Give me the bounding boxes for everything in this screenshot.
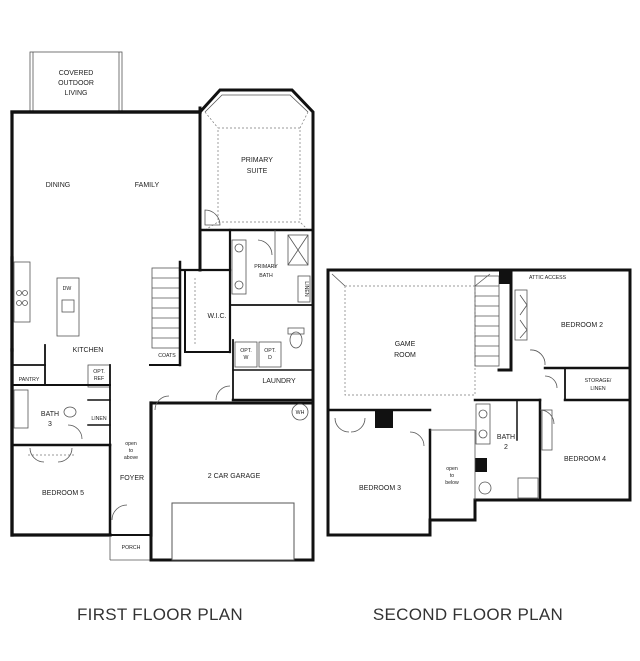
label-pantry: PANTRY [19, 377, 40, 383]
label-porch: PORCH [122, 545, 141, 551]
label-bedroom2: BEDROOM 2 [561, 322, 603, 329]
label-opt-ref-1: OPT. [93, 369, 105, 375]
second-floor-plan [326, 268, 632, 537]
label-open-above-2: to [129, 448, 133, 454]
label-primary-suite-2: SUITE [247, 168, 268, 175]
label-bath3-1: BATH [41, 411, 59, 418]
label-open-above-1: open [125, 441, 137, 447]
wic-closet-walls [184, 269, 231, 353]
first-floor-stairs [151, 267, 181, 349]
label-storage-1: STORAGE/ [585, 378, 612, 384]
label-open-below-1: open [446, 466, 458, 472]
label-opt-ref-2: REF [94, 376, 104, 382]
caption-first-floor: FIRST FLOOR PLAN [77, 605, 243, 624]
label-bedroom5: BEDROOM 5 [42, 490, 84, 497]
label-game-room-2: ROOM [394, 352, 416, 359]
primary-suite-bay-walls [197, 88, 315, 272]
label-storage-2: LINEN [590, 386, 606, 392]
label-bedroom4: BEDROOM 4 [564, 456, 606, 463]
label-open-below-3: below [445, 480, 459, 486]
label-opt-d-1: OPT. [264, 348, 276, 354]
label-bath2-2: 2 [504, 444, 508, 451]
label-kitchen: KITCHEN [73, 347, 104, 354]
label-open-above-3: above [124, 455, 138, 461]
label-laundry: LAUNDRY [262, 378, 296, 385]
label-open-below-2: to [450, 473, 454, 479]
label-covered-1: COVERED [59, 70, 94, 77]
label-opt-d-2: D [268, 355, 272, 361]
label-primary-bath-1: PRIMARY [254, 264, 278, 270]
first-floor-exterior-walls [10, 110, 202, 537]
label-game-room-1: GAME [395, 341, 416, 348]
label-bedroom3: BEDROOM 3 [359, 485, 401, 492]
caption-second-floor: SECOND FLOOR PLAN [373, 605, 563, 624]
label-bath3-2: 3 [48, 421, 52, 428]
label-primary-bath-2: BATH [259, 273, 273, 279]
second-floor-stairs [474, 275, 500, 367]
label-wic: W.I.C. [207, 313, 226, 320]
label-bath2-1: BATH [497, 434, 515, 441]
label-wh: WH [296, 410, 305, 416]
label-dining: DINING [46, 182, 71, 189]
first-floor-plan [10, 51, 315, 562]
label-linen-vertical: LINEN [303, 281, 309, 297]
label-opt-w-1: OPT. [240, 348, 252, 354]
label-attic-access: ATTIC ACCESS [529, 275, 567, 281]
label-covered-3: LIVING [65, 90, 88, 97]
label-covered-2: OUTDOOR [58, 80, 94, 87]
label-primary-suite-1: PRIMARY [241, 157, 273, 164]
label-dw: DW [63, 286, 72, 292]
second-floor-exterior-walls [326, 268, 632, 537]
label-family: FAMILY [135, 182, 160, 189]
label-coats: COATS [158, 353, 176, 359]
label-garage: 2 CAR GARAGE [208, 473, 261, 480]
label-linen: LINEN [91, 416, 107, 422]
label-foyer: FOYER [120, 475, 144, 482]
label-opt-w-2: W [244, 355, 249, 361]
kitchen-island [56, 277, 80, 337]
